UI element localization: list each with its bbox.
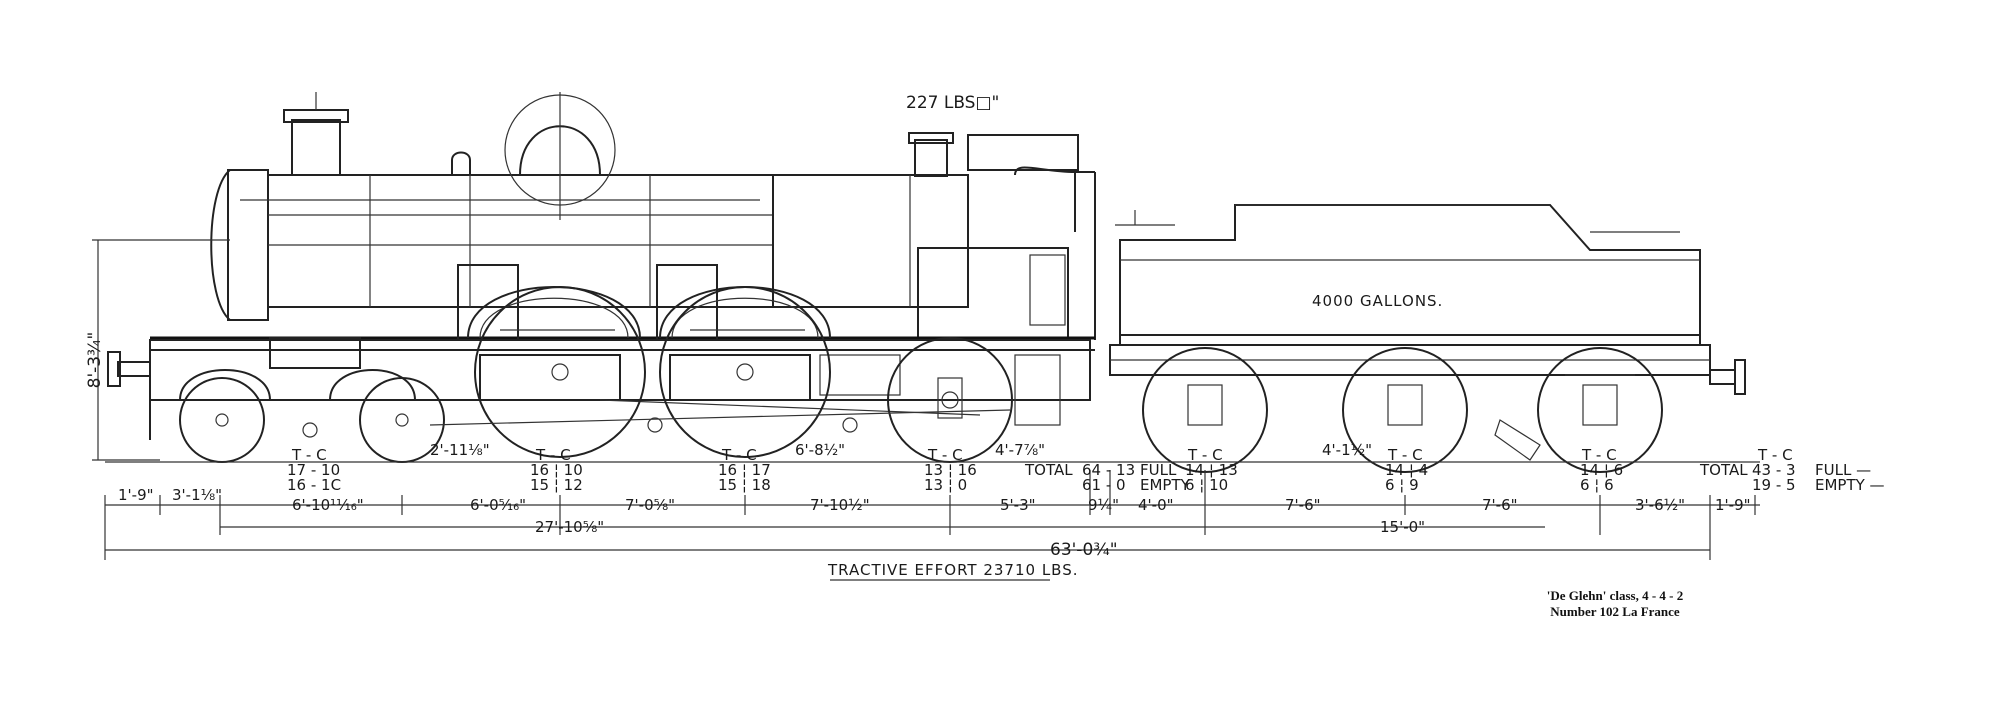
- height-label: 8'-3¾": [85, 332, 105, 389]
- load-driving2-empty: 15 ¦ 18: [718, 476, 771, 494]
- load-driving1-empty: 15 ¦ 12: [530, 476, 583, 494]
- driving-wheel-2: [659, 286, 831, 458]
- chimney: [283, 92, 349, 176]
- engine-total-label: TOTAL: [1024, 461, 1073, 479]
- wheels: [179, 286, 1013, 463]
- dim-row1-4: 7'-0⅝": [625, 496, 675, 514]
- dim-row1-2: 6'-10¹¹⁄₁₆": [292, 496, 364, 514]
- dim-row1-5: 7'-10½": [810, 496, 870, 514]
- dim-row1-8: 4'-0": [1138, 496, 1174, 514]
- front-buffer: [107, 340, 151, 440]
- load-tender1-full: 14 ¦ 13: [1185, 461, 1238, 479]
- load-header: T - C: [535, 446, 571, 464]
- load-tender2-empty: 6 ¦ 9: [1385, 476, 1419, 494]
- dim-6-8: 6'-8½": [795, 441, 845, 459]
- dim-row1-1: 3'-1⅛": [172, 486, 222, 504]
- load-driving2-full: 16 ¦ 17: [718, 461, 771, 479]
- dim-4-1: 4'-1½": [1322, 441, 1372, 459]
- dim-row1-11: 3'-6½": [1635, 496, 1685, 514]
- driving-wheel-1: [474, 286, 646, 458]
- dim-row1-7: 9¼": [1088, 496, 1119, 514]
- tender: [1109, 204, 1711, 376]
- footplate: [150, 264, 1095, 369]
- dim-row1-3: 6'-0⁵⁄₁₆": [470, 496, 526, 514]
- load-header: T - C: [927, 446, 963, 464]
- dim-overall: 63'-0¾": [1050, 540, 1118, 560]
- dim-row1-9: 7'-6": [1285, 496, 1321, 514]
- pressure-label: 227 LBS□": [906, 93, 999, 113]
- tender-total-label: TOTAL: [1699, 461, 1748, 479]
- dim-2-11: 2'-11⅛": [430, 441, 490, 459]
- tank-capacity-label: 4000 GALLONS.: [1312, 292, 1443, 310]
- load-header: T - C: [291, 446, 327, 464]
- load-header: T - C: [1757, 446, 1793, 464]
- full-label: FULL: [1140, 461, 1177, 479]
- caption-line-1: 'De Glehn' class, 4 - 4 - 2: [1546, 588, 1684, 603]
- dimension-lines: [92, 239, 1760, 581]
- load-header: T - C: [1387, 446, 1423, 464]
- dim-row1-0: 1'-9": [118, 486, 154, 504]
- load-tender1-empty: 6 ¦ 10: [1185, 476, 1228, 494]
- load-header: T - C: [721, 446, 757, 464]
- cab: [917, 134, 1096, 340]
- frames: [149, 339, 1091, 426]
- tender-empty-label: EMPTY —: [1815, 476, 1885, 494]
- load-header: T - C: [1581, 446, 1617, 464]
- tractive-effort-label: TRACTIVE EFFORT 23710 LBS.: [827, 561, 1079, 579]
- tender-wheels: [1142, 347, 1663, 473]
- bogie-wheel-1: [179, 377, 265, 463]
- safety-valves: [451, 132, 954, 177]
- empty-label: EMPTY: [1140, 476, 1191, 494]
- dome: [504, 92, 616, 220]
- tender-total-empty: 19 - 5: [1752, 476, 1796, 494]
- dim-row1-12: 1'-9": [1715, 496, 1751, 514]
- engine-total-full: 64 - 13: [1082, 461, 1135, 479]
- load-bogie-full: 17 - 10: [287, 461, 340, 479]
- dim-row2-0: 27'-10⅝": [535, 518, 604, 536]
- tender-total-full: 43 - 3: [1752, 461, 1796, 479]
- drawing-caption: 'De Glehn' class, 4 - 4 - 2 Number 102 L…: [1490, 588, 1740, 620]
- load-driving1-full: 16 ¦ 10: [530, 461, 583, 479]
- load-header: T - C: [1187, 446, 1223, 464]
- axle-loads: T - C 17 - 10 16 - 1C T - C 16 ¦ 10 15 ¦…: [287, 446, 1885, 494]
- splashers: [467, 286, 831, 339]
- boiler: [210, 169, 969, 321]
- dim-row1-10: 7'-6": [1482, 496, 1518, 514]
- dim-4-7: 4'-7⅞": [995, 441, 1045, 459]
- caption-line-2: Number 102 La France: [1550, 604, 1680, 619]
- load-trailing-empty: 13 ¦ 0: [924, 476, 967, 494]
- engine-total-empty: 61 - 0: [1082, 476, 1126, 494]
- load-trailing-full: 13 ¦ 16: [924, 461, 977, 479]
- dim-row2-1: 15'-0": [1380, 518, 1425, 536]
- rear-buffer: [1709, 359, 1746, 395]
- load-tender3-full: 14 ¦ 6: [1580, 461, 1623, 479]
- dim-row1-6: 5'-3": [1000, 496, 1036, 514]
- tender-full-label: FULL —: [1815, 461, 1871, 479]
- dimension-labels: 2'-11⅛" 6'-8½" 4'-7⅞" 4'-1½" 1'-9" 3'-1⅛…: [118, 441, 1751, 560]
- load-bogie-empty: 16 - 1C: [287, 476, 341, 494]
- load-tender2-full: 14 ¦ 4: [1385, 461, 1428, 479]
- load-tender3-empty: 6 ¦ 6: [1580, 476, 1614, 494]
